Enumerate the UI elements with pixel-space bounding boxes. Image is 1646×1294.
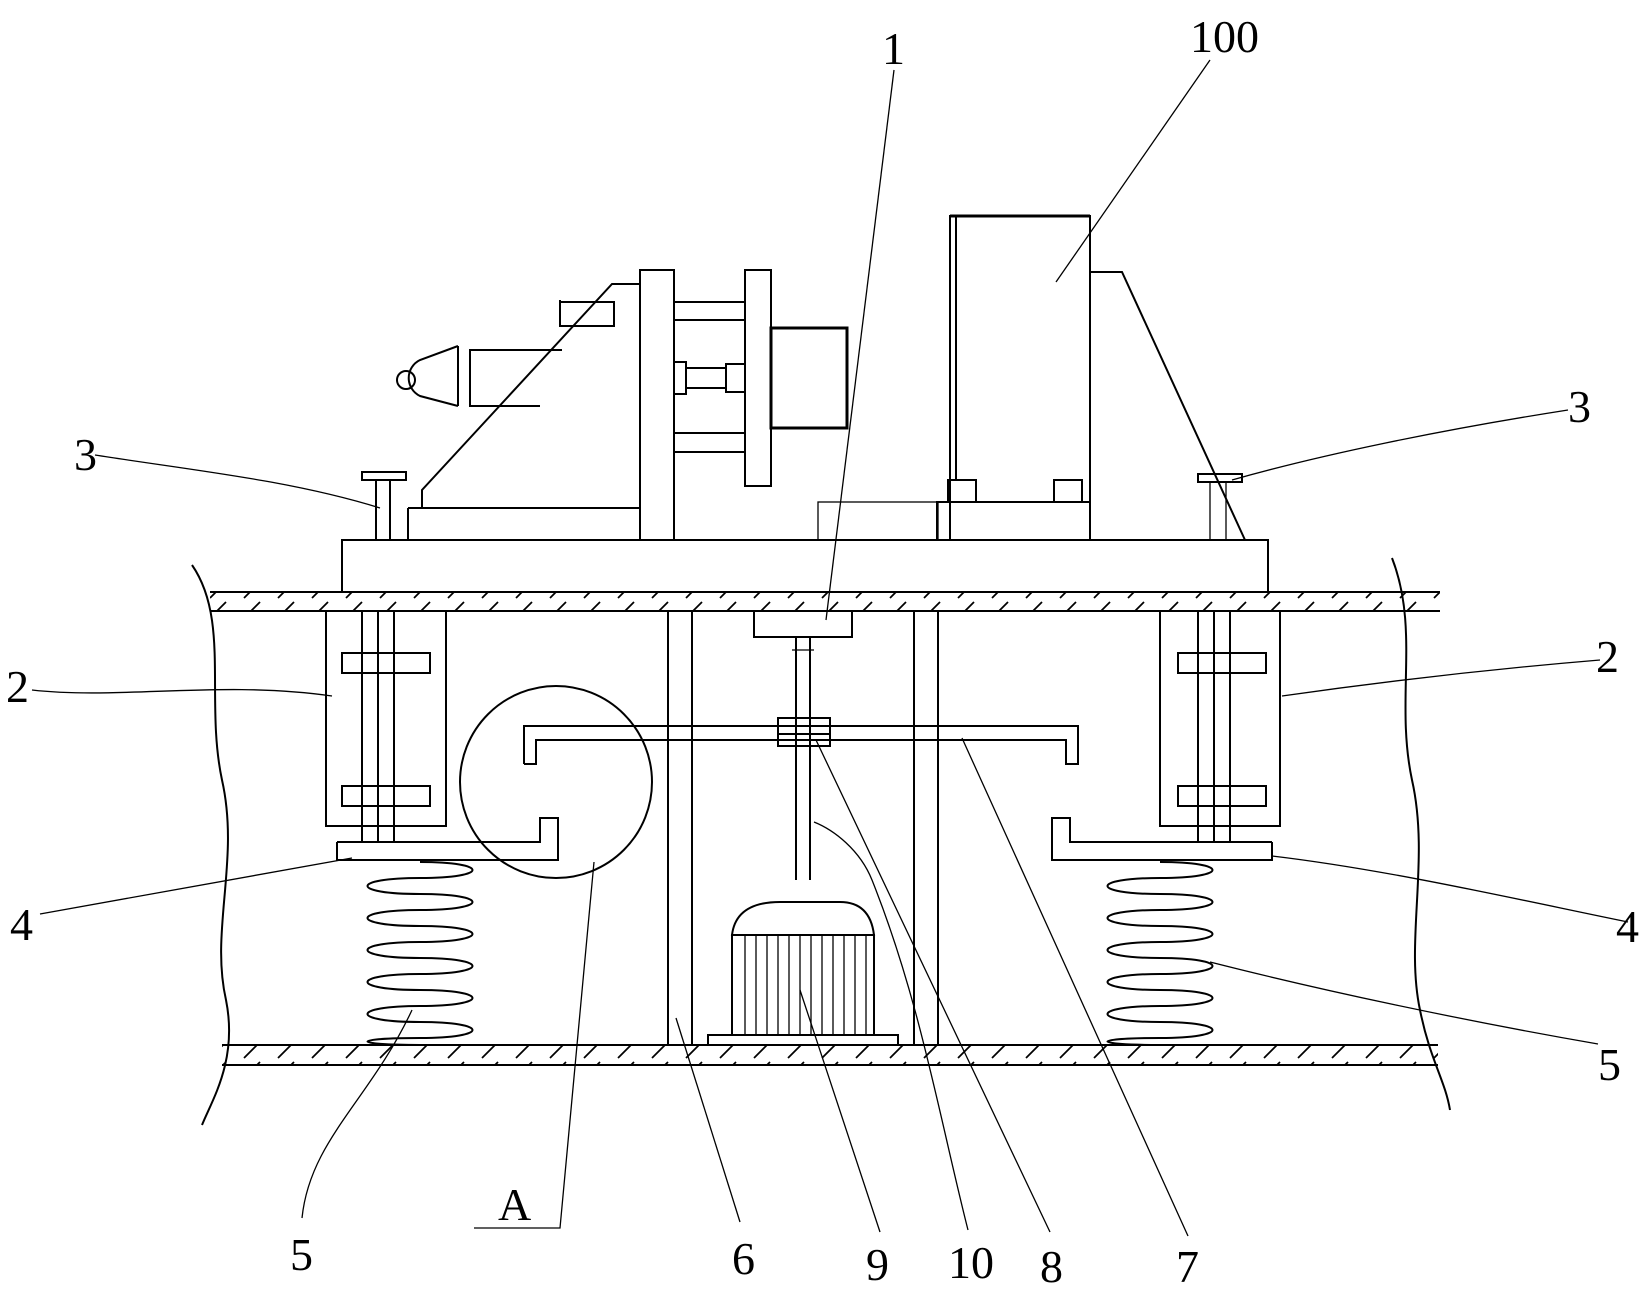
guide-box-right [1160,611,1280,842]
motor [708,902,898,1045]
block-100 [818,216,1245,540]
label-10: 10 [948,1237,994,1288]
support-plates [337,818,1272,860]
vertical-supports [668,611,938,1045]
reference-labels: 1 100 3 3 2 2 4 4 5 5 A 6 9 10 8 7 [6,11,1639,1292]
rotor-assembly [524,611,1078,880]
label-4-right: 4 [1616,901,1639,952]
label-5-right: 5 [1598,1039,1621,1090]
detail-circle-a [460,686,652,878]
springs [368,862,1213,1045]
label-3-right: 3 [1568,381,1591,432]
label-100: 100 [1190,11,1259,62]
label-3-left: 3 [74,429,97,480]
label-2-right: 2 [1596,631,1619,682]
label-4-left: 4 [10,899,33,950]
label-a: A [498,1179,531,1230]
label-8: 8 [1040,1241,1063,1292]
label-7: 7 [1176,1241,1199,1292]
pins [362,472,1242,540]
label-9: 9 [866,1239,889,1290]
label-1: 1 [882,23,905,74]
label-2-left: 2 [6,661,29,712]
clamp-assembly [397,270,847,540]
base-plate [342,540,1268,592]
guide-box-left [326,611,446,842]
label-6: 6 [732,1233,755,1284]
label-5-left: 5 [290,1229,313,1280]
